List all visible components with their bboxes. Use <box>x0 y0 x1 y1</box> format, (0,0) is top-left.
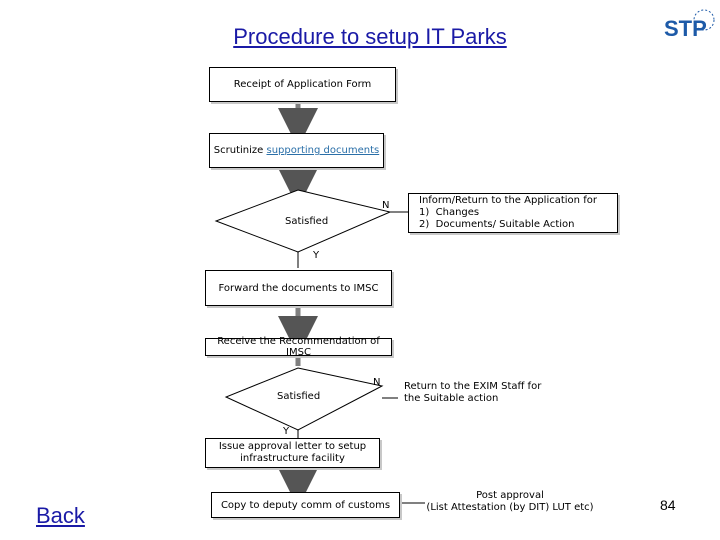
satisfied-label-2: Satisfied <box>277 391 321 402</box>
page-number: 84 <box>660 497 676 513</box>
decision-diamond-2 <box>224 367 384 431</box>
issue-letter-text: Issue approval letter to setup infrastru… <box>218 441 367 464</box>
no-label-1: N <box>382 200 390 211</box>
yes-label-1: Y <box>313 250 320 261</box>
copy-customs-text: Copy to deputy comm of customs <box>220 499 391 511</box>
scrutinize-text: Scrutinize <box>213 145 267 156</box>
inform-return-text: Inform/Return to the Application for 1) … <box>419 195 597 230</box>
decision-diamond-1 <box>214 189 392 253</box>
no-label-2: N <box>373 377 381 388</box>
post-approval-box: Post approval (List Attestation (by DIT)… <box>425 484 595 520</box>
satisfied-label-1: Satisfied <box>285 216 329 227</box>
yes-label-2: Y <box>283 426 290 437</box>
supporting-documents-link[interactable]: supporting documents <box>266 145 380 156</box>
issue-letter-box: Issue approval letter to setup infrastru… <box>205 438 380 468</box>
post-approval-text: Post approval (List Attestation (by DIT)… <box>426 490 594 513</box>
logo-text: STP <box>664 16 707 41</box>
return-exim-text: Return to the EXIM Staff for the Suitabl… <box>404 381 542 404</box>
receipt-text: Receipt of Application Form <box>233 79 372 90</box>
return-exim-box: Return to the EXIM Staff for the Suitabl… <box>398 376 558 410</box>
receive-recommendation-text: Receive the Recommendation of IMSC <box>217 336 380 358</box>
copy-customs-box: Copy to deputy comm of customs <box>211 492 400 518</box>
receive-recommendation-box: Receive the Recommendation of IMSC <box>205 336 392 358</box>
forward-text: Forward the documents to IMSC <box>218 282 379 294</box>
page-title: Procedure to setup IT Parks <box>233 24 507 49</box>
receipt-box: Receipt of Application Form <box>209 67 396 102</box>
stp-logo-icon: STP <box>662 4 718 44</box>
inform-return-box: Inform/Return to the Application for 1) … <box>408 193 618 233</box>
scrutinize-box: Scrutinize supporting documents <box>209 133 384 168</box>
back-link[interactable]: Back <box>36 503 85 528</box>
forward-box: Forward the documents to IMSC <box>205 270 392 306</box>
